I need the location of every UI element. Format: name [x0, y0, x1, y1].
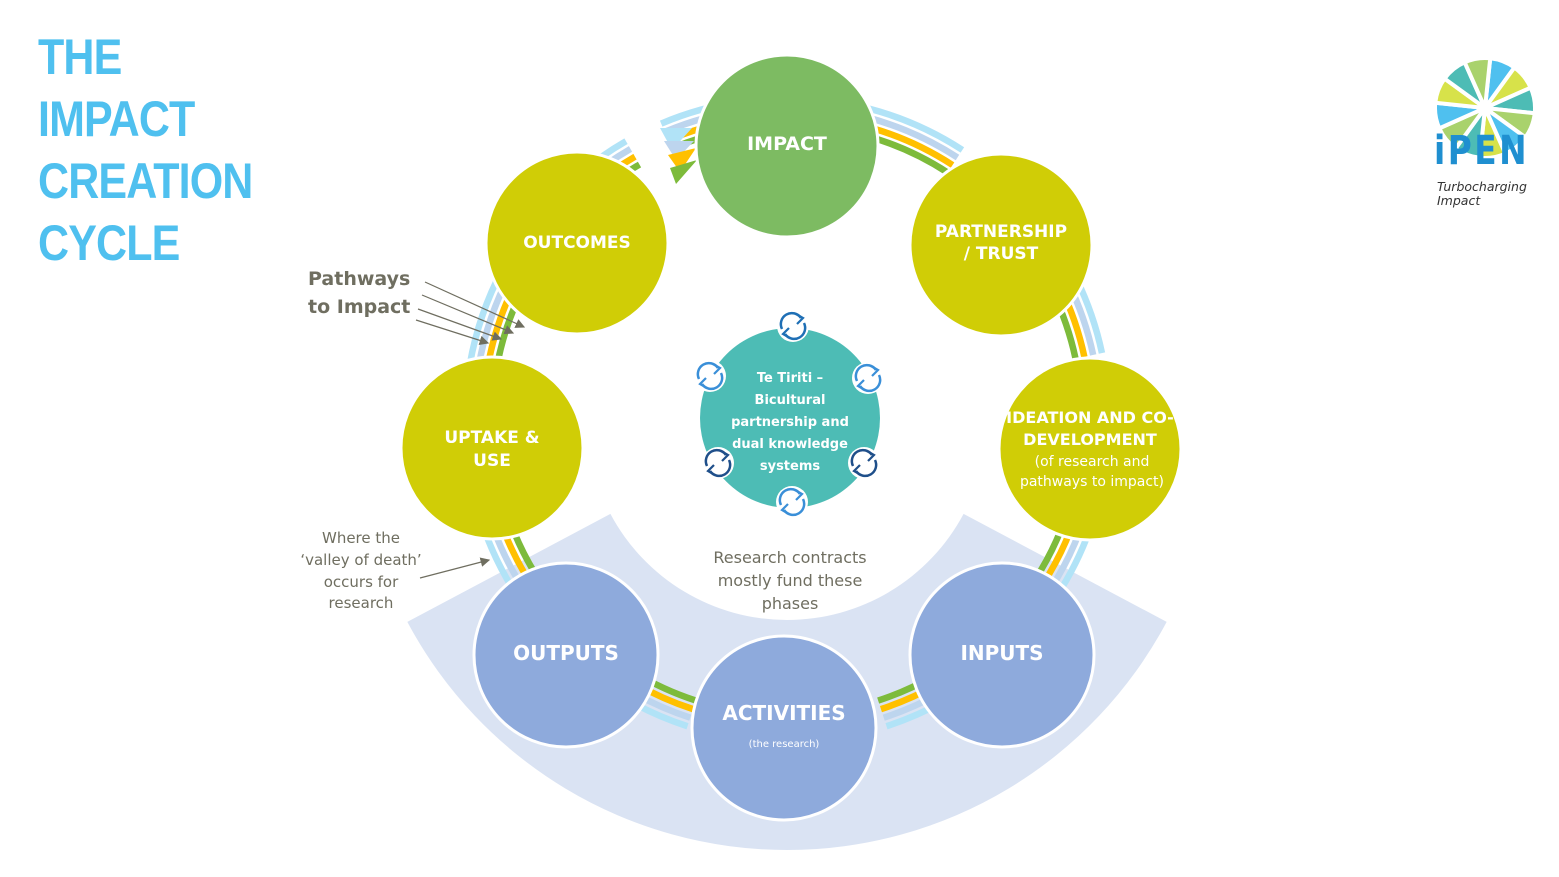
- title-line: THE: [38, 29, 122, 85]
- annotation-valley-line: research: [329, 594, 394, 612]
- node-ideation-label: DEVELOPMENT: [1023, 430, 1157, 449]
- node-ideation-sub: pathways to impact): [1020, 474, 1164, 490]
- pathway-arrowheads-icon: [660, 128, 697, 184]
- node-activities-label: ACTIVITIES: [722, 701, 845, 725]
- ipen-logo-icon: [1433, 56, 1537, 160]
- annotation-valley-line: occurs for: [324, 573, 399, 591]
- annotation-funding-line: phases: [762, 594, 819, 613]
- node-outcomes[interactable]: OUTCOMES: [484, 150, 670, 336]
- annotation-pathways: Pathways to Impact: [308, 268, 526, 346]
- annotation-valley-line: Where the: [322, 529, 400, 547]
- annotation-pathways-line: to Impact: [308, 296, 410, 318]
- title-line: CREATION: [38, 153, 253, 209]
- pathway-pointer-arrow: [421, 294, 515, 335]
- node-outcomes-label: OUTCOMES: [523, 233, 631, 253]
- node-partnership[interactable]: PARTNERSHIP / TRUST: [908, 152, 1094, 338]
- annotation-valley-of-death: Where the ‘valley of death’ occurs for r…: [300, 529, 491, 612]
- cycle-arrows-icon: [848, 447, 880, 479]
- pathway-pointer-arrow: [415, 319, 490, 346]
- center-label-line: systems: [760, 459, 821, 474]
- center-te-tiriti[interactable]: Te Tiriti – Bicultural partnership and d…: [694, 310, 884, 518]
- logo-tagline-line: Impact: [1437, 193, 1481, 208]
- annotation-research-funding: Research contracts mostly fund these pha…: [713, 548, 866, 613]
- center-label-line: Bicultural: [755, 393, 826, 408]
- cycle-arrows-icon: [777, 310, 809, 342]
- node-partnership-label: / TRUST: [964, 244, 1039, 264]
- node-impact-label: IMPACT: [747, 133, 827, 155]
- valley-pointer-arrow: [419, 557, 491, 579]
- node-uptake-label: UPTAKE &: [444, 428, 539, 448]
- node-outputs-label: OUTPUTS: [513, 641, 619, 665]
- annotation-funding-line: Research contracts: [713, 548, 866, 567]
- logo-wordmark: iPEN: [1434, 128, 1529, 174]
- title-line: CYCLE: [38, 215, 180, 271]
- node-inputs-label: INPUTS: [960, 641, 1043, 665]
- annotation-funding-line: mostly fund these: [718, 571, 863, 590]
- annotation-valley-line: ‘valley of death’: [300, 551, 421, 569]
- node-activities[interactable]: ACTIVITIES (the research): [690, 634, 878, 822]
- node-partnership-label: PARTNERSHIP: [935, 222, 1067, 242]
- cycle-arrows-icon: [702, 447, 734, 479]
- node-ideation-sub: (of research and: [1035, 454, 1150, 470]
- logo-segment: [1462, 56, 1493, 116]
- logo-tagline: Turbocharging Impact: [1437, 180, 1527, 208]
- page-title: THE IMPACT CREATION CYCLE: [38, 26, 253, 274]
- cycle-arrows-icon: [776, 486, 808, 518]
- node-inputs[interactable]: INPUTS: [908, 561, 1096, 749]
- cycle-arrows-icon: [694, 360, 726, 392]
- title-line: IMPACT: [38, 91, 195, 147]
- node-impact[interactable]: IMPACT: [694, 53, 880, 239]
- center-label-line: partnership and: [731, 415, 849, 430]
- annotation-pathways-line: Pathways: [308, 268, 410, 290]
- logo-tagline-line: Turbocharging: [1437, 179, 1527, 194]
- node-ideation-label: IDEATION AND CO-: [1006, 408, 1174, 427]
- cycle-arrows-icon: [852, 362, 884, 394]
- node-uptake[interactable]: UPTAKE & USE: [399, 355, 585, 541]
- pathway-pointer-arrow: [417, 308, 503, 341]
- node-ideation[interactable]: IDEATION AND CO- DEVELOPMENT (of researc…: [997, 356, 1183, 542]
- node-uptake-label: USE: [473, 451, 511, 471]
- center-label-line: dual knowledge: [732, 437, 848, 452]
- pathway-pointer-arrow: [424, 281, 526, 328]
- node-activities-sub: (the research): [749, 739, 820, 750]
- center-label-line: Te Tiriti –: [757, 371, 823, 386]
- node-outputs[interactable]: OUTPUTS: [472, 561, 660, 749]
